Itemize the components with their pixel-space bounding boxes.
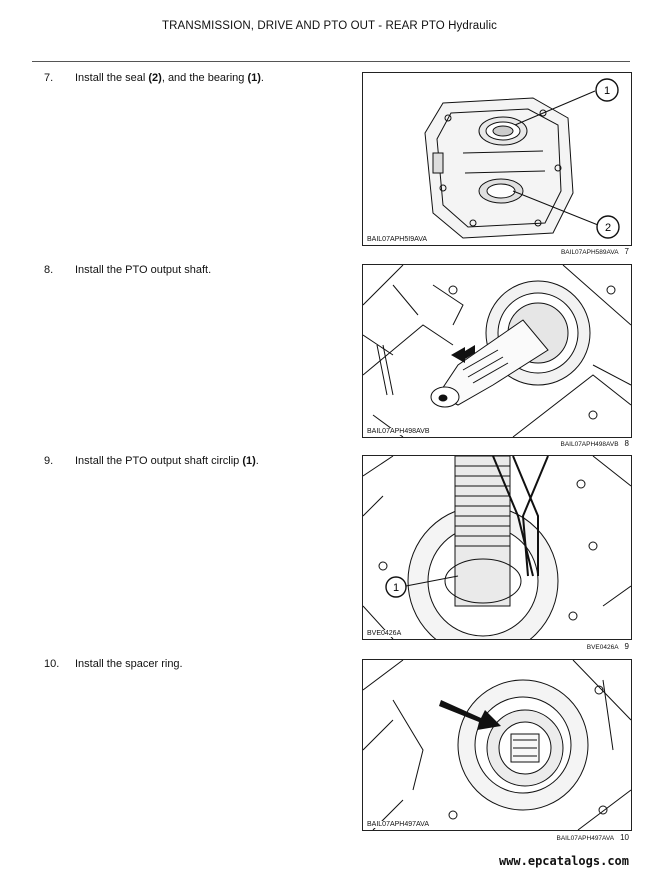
figure-caption: BAIL07APH497AVA 10	[557, 833, 629, 842]
callout-1: 1	[385, 576, 407, 598]
figure-code: BAIL07APH5I9AVA	[366, 236, 429, 243]
header-divider	[32, 61, 630, 62]
figure-7: 1 2 BAIL07APH5I9AVA	[362, 72, 632, 246]
step-number: 7.	[44, 72, 54, 84]
instruction-text: .	[260, 72, 264, 84]
figure-caption: BVE0426A 9	[587, 642, 629, 651]
caption-code: BVE0426A	[586, 644, 619, 651]
step-instruction: Install the PTO output shaft circlip (1)…	[75, 455, 259, 467]
callout-reference: (1)	[242, 455, 256, 467]
watermark-link[interactable]: www.epcatalogs.com	[498, 854, 629, 868]
callout-reference: (1)	[247, 72, 261, 84]
caption-number: 7	[624, 247, 629, 256]
page-header-title: TRANSMISSION, DRIVE AND PTO OUT - REAR P…	[162, 20, 497, 32]
shaft-illustration	[363, 265, 631, 437]
step-instruction: Install the spacer ring.	[75, 658, 183, 670]
step-number: 9.	[44, 455, 54, 467]
figure-code: BAIL07APH498AVB	[366, 428, 431, 435]
step-instruction: Install the PTO output shaft.	[75, 264, 212, 276]
figure-8: BAIL07APH498AVB	[362, 264, 632, 438]
spacer-ring-illustration	[363, 660, 631, 830]
step-number: 8.	[44, 264, 54, 276]
instruction-text: , and the bearing	[161, 72, 248, 84]
figure-code: BAIL07APH497AVA	[366, 821, 431, 828]
circlip-illustration: 1	[363, 456, 631, 639]
callout-1-label: 1	[604, 85, 610, 97]
caption-number: 8	[624, 439, 629, 448]
callout-1: 1	[595, 78, 619, 102]
figure-caption: BAIL07APH589AVA 7	[561, 247, 629, 256]
instruction-text: .	[255, 455, 259, 467]
figure-9: 1 BVE0426A	[362, 455, 632, 640]
caption-code: BAIL07APH497AVA	[556, 835, 615, 842]
step-instruction: Install the seal (2), and the bearing (1…	[75, 72, 264, 84]
figure-caption: BAIL07APH498AVB 8	[560, 439, 629, 448]
callout-2: 2	[596, 215, 620, 239]
callout-reference: (2)	[148, 72, 162, 84]
caption-number: 9	[624, 642, 629, 651]
instruction-text: Install the seal	[75, 72, 149, 84]
figure-code: BVE0426A	[366, 630, 403, 637]
caption-code: BAIL07APH498AVB	[560, 441, 619, 448]
callout-2-label: 2	[605, 222, 611, 234]
caption-number: 10	[620, 833, 629, 842]
step-number: 10.	[44, 658, 60, 670]
callout-1-label: 1	[393, 582, 399, 594]
caption-code: BAIL07APH589AVA	[560, 249, 619, 256]
housing-illustration: 1 2	[424, 78, 620, 239]
figure-10: BAIL07APH497AVA	[362, 659, 632, 831]
instruction-text: Install the PTO output shaft circlip	[75, 455, 243, 467]
